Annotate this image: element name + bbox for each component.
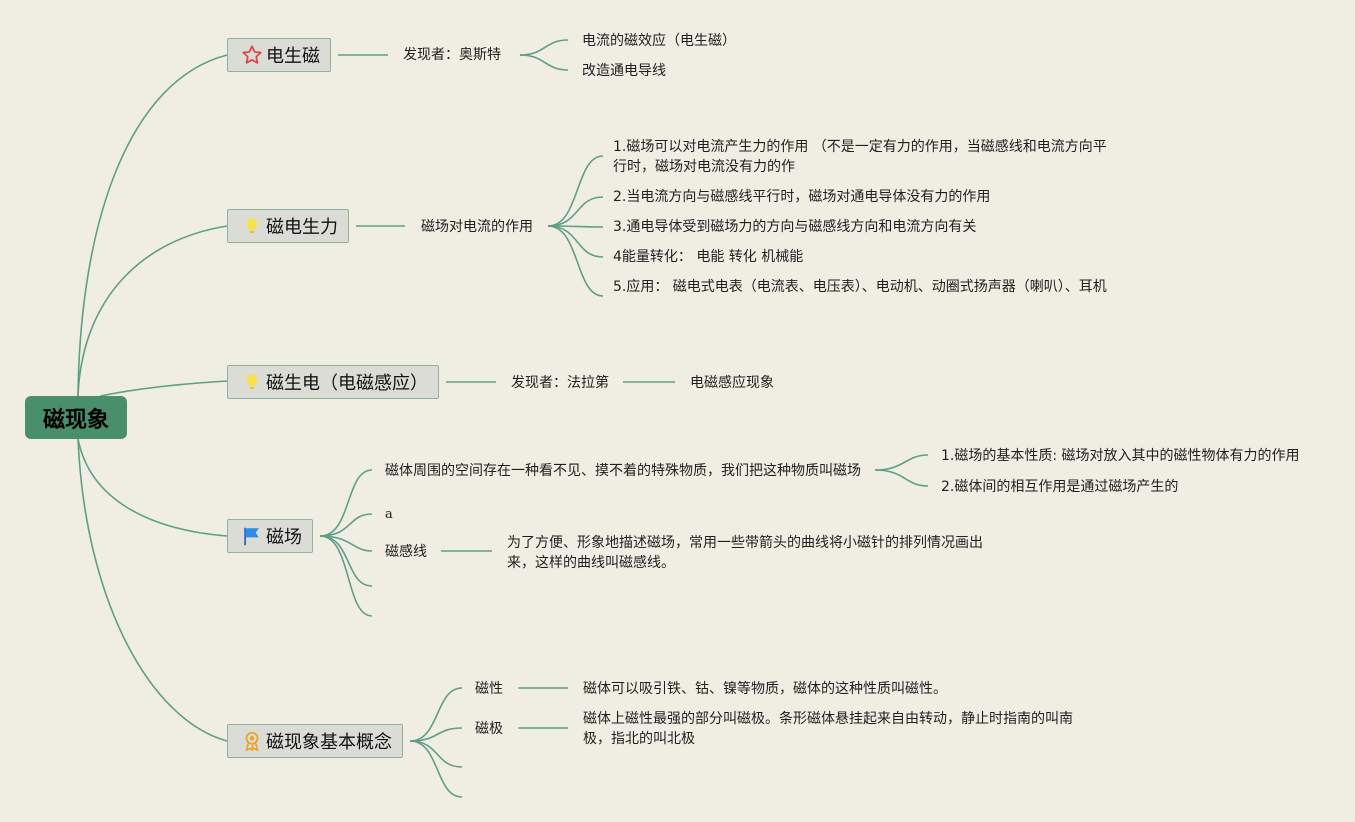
node-t1-discoverer[interactable]: 发现者：奥斯特 — [403, 47, 501, 63]
node-t2-field-on-current[interactable]: 磁场对电流的作用 — [421, 219, 533, 235]
edge-root-t1 — [77, 54, 228, 397]
node-t3-discoverer[interactable]: 发现者：法拉第 — [511, 375, 609, 391]
node-t4-a[interactable]: a — [385, 507, 393, 522]
topic-label: 磁电生力 — [266, 217, 338, 238]
node-t4-property-2[interactable]: 2.磁体间的相互作用是通过磁场产生的 — [941, 479, 1179, 495]
node-t3-phenomenon[interactable]: 电磁感应现象 — [690, 375, 774, 391]
node-t2-item-2[interactable]: 2.当电流方向与磁感线平行时，磁场对通电导体没有力的作用 — [613, 189, 991, 205]
node-t5-magnetism[interactable]: 磁性 — [475, 681, 503, 697]
topic-label: 磁生电（电磁感应） — [266, 373, 428, 394]
topic-magnetic-field[interactable]: 磁场 — [227, 519, 313, 553]
node-t4-definition[interactable]: 磁体周围的空间存在一种看不见、摸不着的特殊物质，我们把这种物质叫磁场 — [385, 463, 861, 479]
node-t4-property-1[interactable]: 1.磁场的基本性质: 磁场对放入其中的磁性物体有力的作用 — [941, 448, 1300, 464]
node-t4-field-lines[interactable]: 磁感线 — [385, 544, 427, 560]
edge-root-t3 — [99, 380, 228, 397]
edge-root-t5 — [77, 438, 228, 742]
node-t1-effect[interactable]: 电流的磁效应（电生磁） — [582, 33, 736, 49]
root-node[interactable]: 磁现象 — [25, 396, 127, 439]
node-t2-item-5[interactable]: 5.应用： 磁电式电表（电流表、电压表）、电动机、动圈式扬声器（喇叭）、耳机 — [613, 279, 1107, 295]
node-t5-magnetism-desc[interactable]: 磁体可以吸引铁、钴、镍等物质，磁体的这种性质叫磁性。 — [583, 681, 947, 697]
edge-root-t4 — [77, 438, 228, 537]
topic-label: 磁场 — [266, 527, 302, 548]
topic-label: 磁现象基本概念 — [266, 732, 392, 753]
topic-electromagnetic-induction[interactable]: 磁生电（电磁感应） — [227, 365, 439, 399]
edge-root-t2 — [77, 225, 228, 397]
node-t5-pole[interactable]: 磁极 — [475, 721, 503, 737]
topic-label: 电生磁 — [266, 46, 320, 67]
flag-icon — [240, 524, 264, 548]
node-t5-pole-desc[interactable]: 磁体上磁性最强的部分叫磁极。条形磁体悬挂起来自由转动，静止时指南的叫南极，指北的… — [583, 711, 1073, 747]
node-t4-field-lines-desc[interactable]: 为了方便、形象地描述磁场，常用一些带箭头的曲线将小磁针的排列情况画出来，这样的曲… — [507, 535, 983, 571]
topic-basic-concepts[interactable]: 磁现象基本概念 — [227, 724, 403, 758]
lightbulb-icon — [240, 214, 264, 238]
root-label: 磁现象 — [42, 407, 109, 433]
star-icon — [240, 43, 264, 67]
medal-icon — [240, 729, 264, 753]
lightbulb-icon — [240, 370, 264, 394]
topic-electricity-to-magnetism[interactable]: 电生磁 — [227, 38, 331, 72]
node-t1-wire[interactable]: 改造通电导线 — [582, 63, 666, 79]
node-t2-item-1[interactable]: 1.磁场可以对电流产生力的作用 （不是一定有力的作用，当磁感线和电流方向平行时，… — [613, 139, 1107, 175]
topic-magnetic-force[interactable]: 磁电生力 — [227, 209, 349, 243]
node-t2-item-4[interactable]: 4能量转化： 电能 转化 机械能 — [613, 249, 804, 265]
node-t2-item-3[interactable]: 3.通电导体受到磁场力的方向与磁感线方向和电流方向有关 — [613, 219, 977, 235]
